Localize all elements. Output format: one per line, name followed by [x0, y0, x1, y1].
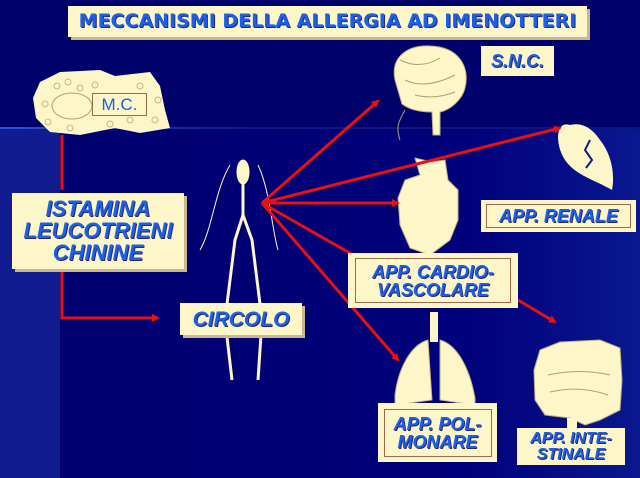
kidney-icon: [558, 124, 614, 190]
circolo-label: CIRCOLO: [192, 307, 290, 331]
intestine-icon: [533, 339, 623, 430]
arrow-to-polmonare: [260, 202, 400, 362]
intestinale-box: APP. INTE- STINALE: [517, 428, 625, 465]
snc-label: S.N.C.: [490, 51, 544, 71]
background-divider: [0, 127, 640, 129]
brain-icon: [393, 45, 467, 141]
cardio-label-line1: APP. CARDIO-: [372, 261, 494, 282]
heart-icon: [397, 157, 459, 256]
arrow-to-intestinale-tail: [517, 298, 557, 324]
mediator-leucotrieni: LEUCOTRIENI: [23, 218, 173, 243]
circolo-box: CIRCOLO: [180, 303, 302, 335]
renale-box: APP. RENALE: [481, 200, 636, 232]
polmonare-box: APP. POL- MONARE: [378, 403, 497, 462]
mediators-to-circolo-arrow: [60, 272, 160, 322]
cardio-box: APP. CARDIO- VASCOLARE: [348, 253, 518, 308]
polmonare-label-line2: MONARE: [397, 431, 478, 452]
page-title: MECCANISMI DELLA ALLERGIA AD IMENOTTERI: [78, 10, 577, 32]
intestinale-label-line2: STINALE: [536, 445, 606, 463]
title-box: MECCANISMI DELLA ALLERGIA AD IMENOTTERI: [68, 6, 587, 37]
lungs-icon: [394, 312, 476, 406]
snc-label-box: S.N.C.: [481, 46, 554, 76]
arrow-to-snc: [261, 99, 380, 205]
circulatory-system-icon: [199, 159, 279, 381]
mc-label-box: M.C.: [92, 93, 147, 116]
renale-label: APP. RENALE: [499, 206, 618, 226]
arrow-to-intestinale: [261, 201, 356, 258]
cardio-label-line2: VASCOLARE: [377, 279, 489, 300]
mediator-istamina: ISTAMINA: [45, 196, 151, 221]
mediators-box: ISTAMINA LEUCOTRIENI CHININE: [12, 193, 184, 269]
intestinale-label-line1: APP. INTE-: [530, 429, 612, 447]
arrows: [60, 99, 562, 362]
background-left-panel: [0, 128, 60, 478]
polmonare-label-line1: APP. POL-: [393, 413, 482, 434]
arrow-to-renale: [261, 125, 562, 205]
mediator-chinine: CHININE: [52, 240, 144, 265]
mc-label: M.C.: [101, 95, 138, 114]
